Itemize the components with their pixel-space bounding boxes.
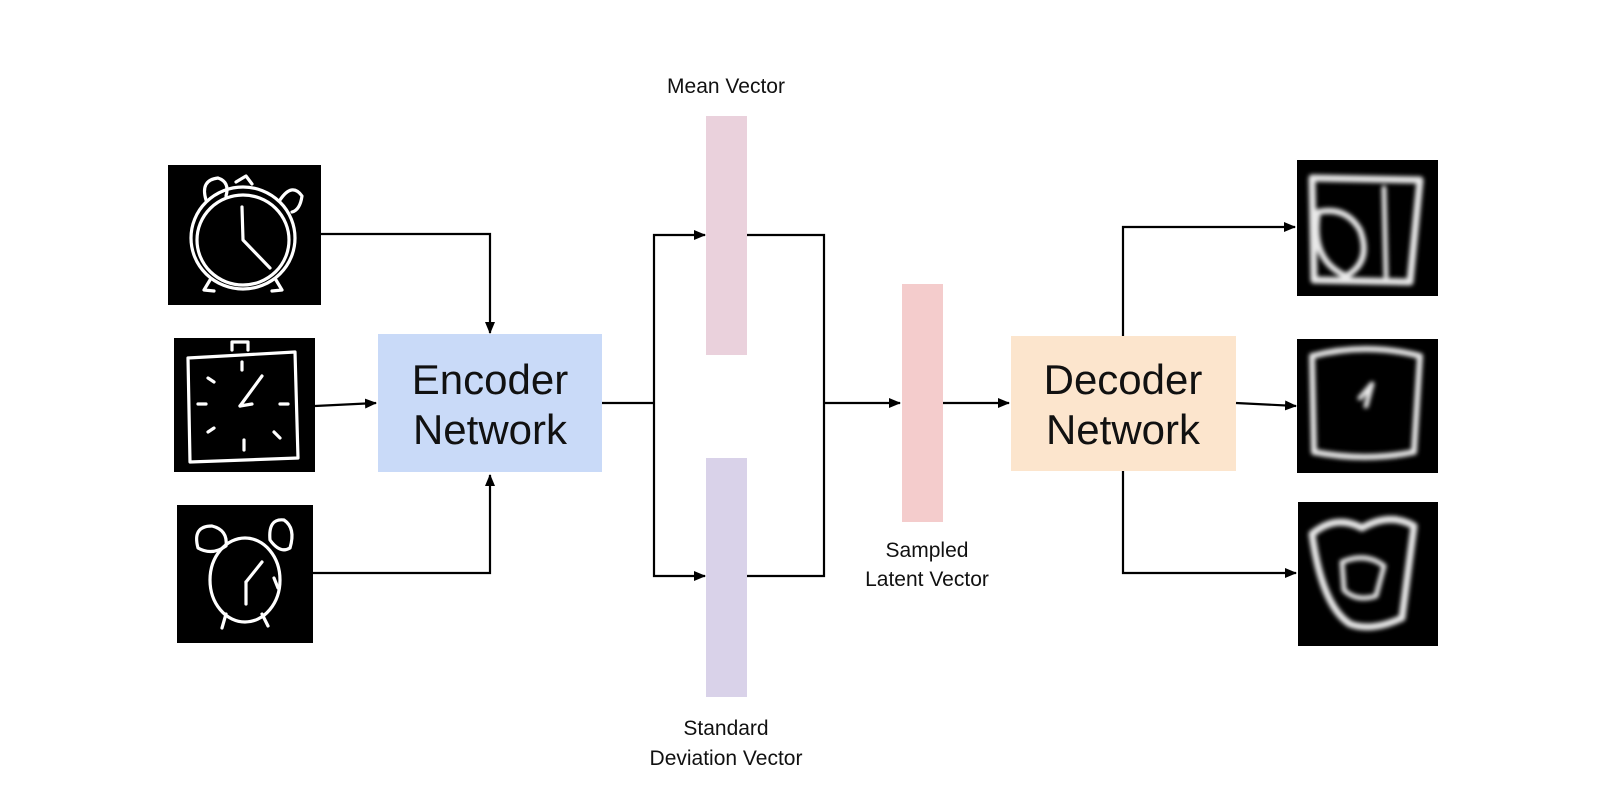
mean-vector-bar	[706, 116, 747, 355]
encoder-label-line2: Network	[413, 406, 568, 453]
alarm-clock-tilted-sketch-icon	[195, 518, 294, 630]
encoder-network-block: Encoder Network	[378, 334, 602, 472]
mean-vector-label: Mean Vector	[667, 75, 785, 98]
decoder-to-output-1-arrow	[1121, 222, 1296, 336]
encoder-box	[378, 334, 602, 472]
decoder-label-line2: Network	[1046, 406, 1201, 453]
std-vector-label-line1: Standard	[683, 717, 768, 740]
latent-vector-label-line1: Sampled	[886, 539, 969, 562]
square-clock-sketch-icon	[186, 340, 300, 464]
decoder-network-block: Decoder Network	[1011, 336, 1236, 471]
sampled-latent-vector: Sampled Latent Vector	[865, 284, 989, 591]
decoder-label-line1: Decoder	[1044, 356, 1203, 403]
mean-vector: Mean Vector	[667, 75, 785, 355]
std-to-sampler-wire	[747, 403, 826, 578]
latent-vector-label-line2: Latent Vector	[865, 568, 989, 591]
output-image-2	[1297, 339, 1438, 473]
std-vector-label-line2: Deviation Vector	[650, 747, 803, 770]
input-image-1	[168, 165, 321, 305]
input-image-2	[174, 338, 315, 472]
decoder-box	[1011, 336, 1236, 471]
input-image-3	[177, 505, 313, 643]
encoder-to-std-arrow	[652, 403, 706, 581]
input-2-to-encoder-arrow	[314, 398, 377, 409]
alarm-clock-sketch-icon	[189, 174, 304, 293]
output-image-1	[1297, 160, 1438, 296]
reconstructed-clock-2-icon	[1309, 346, 1423, 460]
output-image-3	[1298, 502, 1438, 646]
encoder-label-line1: Encoder	[412, 356, 568, 403]
reconstructed-clock-1-icon	[1308, 174, 1424, 286]
input-1-to-encoder-arrow	[321, 232, 495, 334]
decoder-to-output-3-arrow	[1121, 471, 1297, 578]
reconstructed-clock-3-icon	[1308, 516, 1418, 631]
decoder-to-output-2-arrow	[1235, 400, 1297, 411]
latent-vector-bar	[902, 284, 943, 522]
std-vector-bar	[706, 458, 747, 697]
std-vector: Standard Deviation Vector	[650, 458, 803, 770]
mean-to-sampler-wire	[747, 233, 826, 403]
input-3-to-encoder-arrow	[313, 474, 495, 575]
encoder-to-mean-arrow	[652, 230, 706, 403]
